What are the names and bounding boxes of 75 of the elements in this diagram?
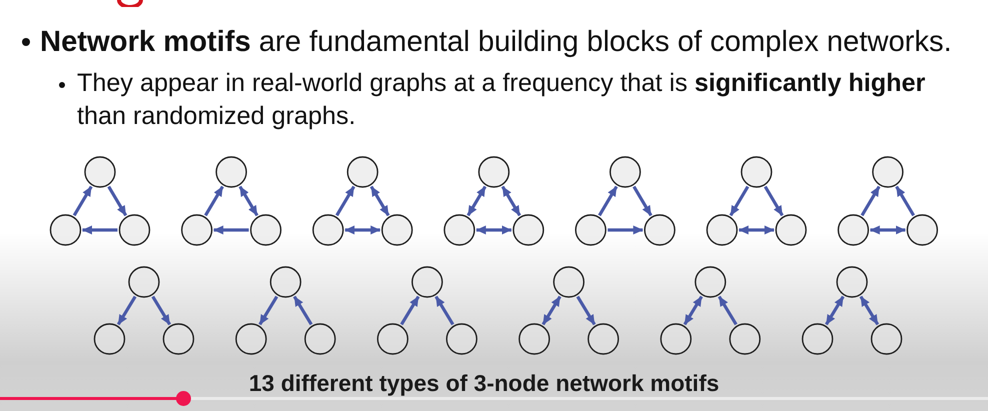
node-circle xyxy=(50,214,82,246)
arrow xyxy=(116,296,137,326)
double-arrow xyxy=(501,186,522,216)
double-arrow xyxy=(542,296,562,326)
node-circle xyxy=(694,266,726,298)
node-circle xyxy=(575,214,606,246)
node-circle xyxy=(216,156,247,188)
node-circle xyxy=(446,323,478,355)
node-circle xyxy=(518,323,550,355)
arrow xyxy=(729,186,750,216)
caption: 13 different types of 3-node network motifs xyxy=(248,371,720,395)
node-circle xyxy=(270,266,302,298)
node-circle xyxy=(836,266,868,298)
double-arrow xyxy=(859,296,880,326)
double-arrow xyxy=(466,186,487,216)
arrow xyxy=(608,226,644,234)
arrow xyxy=(576,296,596,326)
node-circle xyxy=(181,214,212,246)
bullet-text: Network motifs are fundamental building blocks of complex networks. xyxy=(40,25,953,59)
node-circle xyxy=(870,323,902,355)
arrow xyxy=(72,186,93,216)
node-circle xyxy=(802,323,834,355)
node-circle xyxy=(729,323,761,355)
arrow xyxy=(598,186,618,216)
arrow xyxy=(860,186,880,216)
node-circle xyxy=(346,156,378,188)
node-circle xyxy=(118,214,150,246)
arrow xyxy=(895,186,915,216)
node-circle xyxy=(412,266,443,298)
node-circle xyxy=(84,156,116,188)
double-arrow xyxy=(824,296,845,326)
double-arrow xyxy=(344,226,381,234)
bullet-text: They appear in real-world graphs at a frequency that is significantly higher than randomized graphs. xyxy=(77,68,926,132)
node-circle xyxy=(377,323,408,355)
arrow xyxy=(204,186,224,216)
arrow xyxy=(151,296,172,326)
node-circle xyxy=(512,214,544,246)
arrow xyxy=(400,296,420,326)
node-circle xyxy=(906,214,938,246)
node-circle xyxy=(162,323,194,355)
node-circle xyxy=(588,323,619,355)
arrow xyxy=(632,186,652,216)
node-circle xyxy=(250,214,282,246)
arrow xyxy=(258,296,278,326)
double-arrow xyxy=(870,226,906,234)
node-circle xyxy=(553,266,584,298)
node-circle xyxy=(872,156,904,188)
arrow xyxy=(335,186,356,216)
arrow xyxy=(213,226,249,234)
node-circle xyxy=(775,214,807,246)
node-circle xyxy=(660,323,692,355)
node-circle xyxy=(478,156,510,188)
double-arrow xyxy=(238,186,258,216)
arrow xyxy=(764,186,784,216)
double-arrow xyxy=(476,226,512,234)
node-circle xyxy=(304,323,336,355)
double-arrow xyxy=(683,296,703,326)
arrow xyxy=(82,226,118,234)
node-circle xyxy=(740,156,772,188)
node-circle xyxy=(128,266,160,298)
arrow xyxy=(718,296,738,326)
node-circle xyxy=(644,214,676,246)
node-circle xyxy=(94,323,126,355)
node-circle xyxy=(706,214,738,246)
node-circle xyxy=(610,156,641,188)
arrow xyxy=(434,296,454,326)
node-circle xyxy=(838,214,869,246)
node-circle xyxy=(312,214,344,246)
double-arrow xyxy=(370,186,390,216)
arrow xyxy=(107,186,128,216)
arrow xyxy=(293,296,313,326)
node-circle xyxy=(381,214,413,246)
node-circle xyxy=(444,214,476,246)
node-circle xyxy=(235,323,267,355)
double-arrow xyxy=(738,226,774,234)
